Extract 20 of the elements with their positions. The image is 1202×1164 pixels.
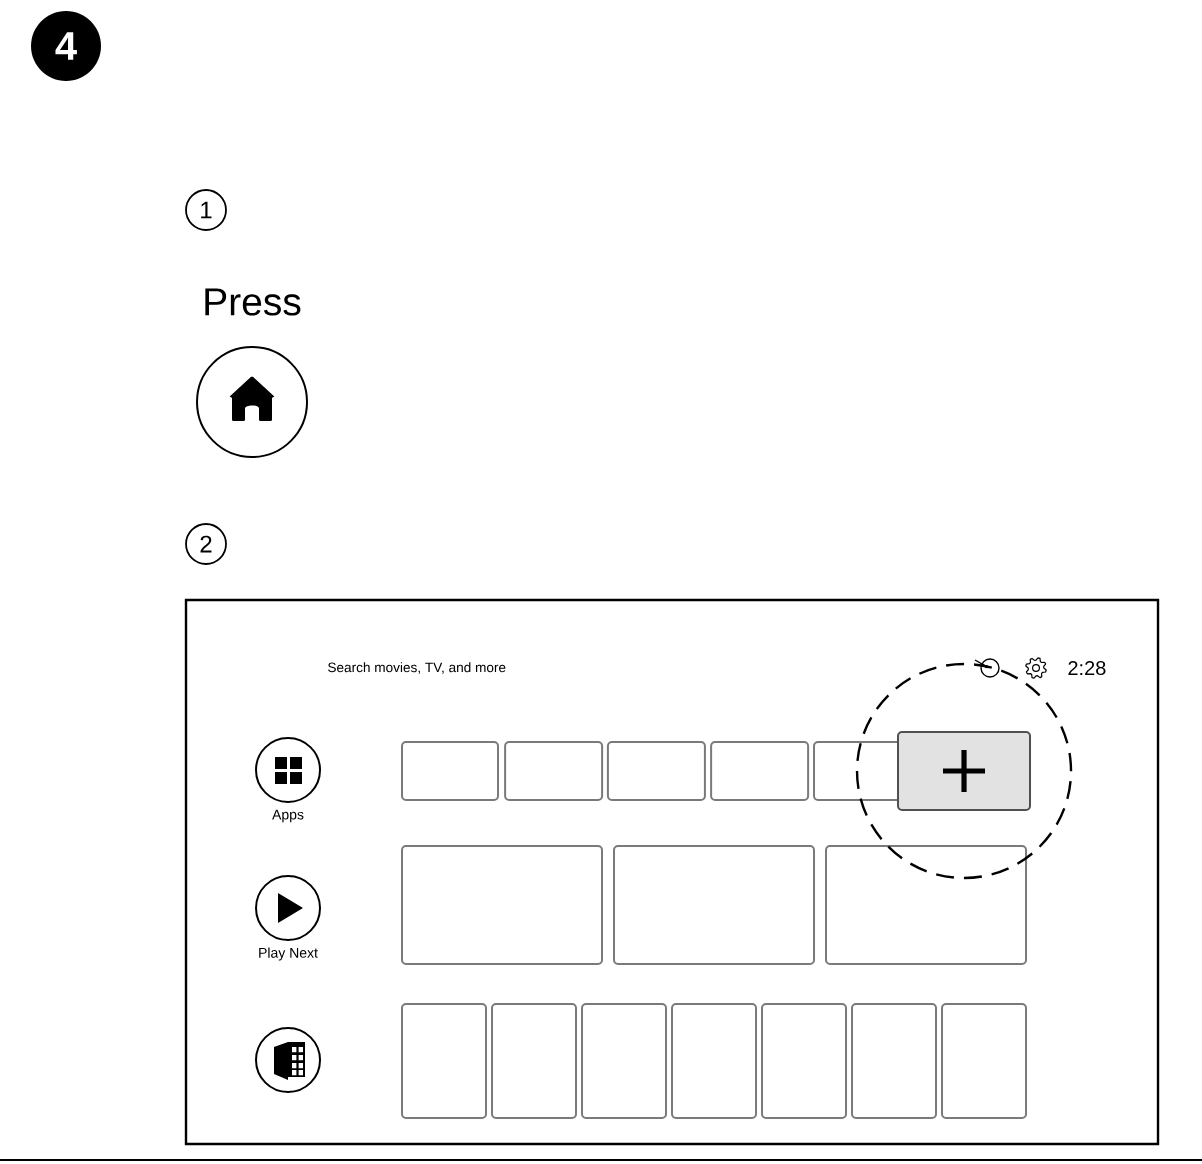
content-tile <box>613 845 815 965</box>
clock-time: 2:28 <box>1068 660 1106 676</box>
step-number: 2 <box>185 523 227 565</box>
content-tile <box>941 1003 1027 1119</box>
content-tile <box>825 845 1027 965</box>
content-tile <box>401 845 603 965</box>
content-tile <box>401 1003 487 1119</box>
instruction-text: Press <box>205 288 301 316</box>
step-number: 1 <box>185 189 227 231</box>
step-badge: 4 <box>31 11 101 81</box>
content-tile <box>581 1003 667 1119</box>
content-tile <box>401 741 499 801</box>
content-tile <box>851 1003 937 1119</box>
content-tile <box>671 1003 757 1119</box>
content-tile <box>504 741 604 801</box>
add-tile <box>897 731 1031 811</box>
content-tile <box>710 741 810 801</box>
content-tile <box>491 1003 577 1119</box>
content-tile <box>606 741 706 801</box>
content-tile <box>761 1003 847 1119</box>
